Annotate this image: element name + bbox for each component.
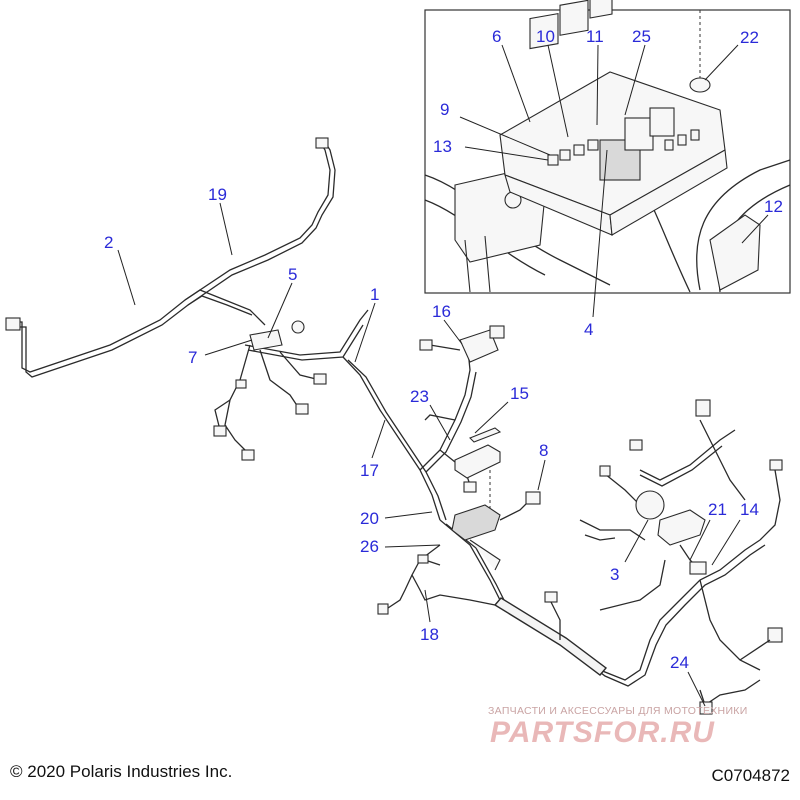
front-harness-branch [5,137,336,378]
callout-8: 8 [539,441,548,460]
callout-5: 5 [288,265,297,284]
callout-14: 14 [740,500,759,519]
callout-16: 16 [432,302,451,321]
callout-12: 12 [764,197,783,216]
callout-1: 1 [370,285,379,304]
callout-24: 24 [670,653,689,672]
callout-18: 18 [420,625,439,644]
callout-22: 22 [740,28,759,47]
callout-10: 10 [536,27,555,46]
callout-11: 11 [586,27,604,46]
callouts: 1 2 3 4 5 6 7 8 9 10 11 12 13 14 15 16 1… [104,27,783,672]
callout-26: 26 [360,537,379,556]
callout-3: 3 [610,565,619,584]
callout-19: 19 [208,185,227,204]
callout-20: 20 [360,509,379,528]
watermark-brand: PARTSFOR.RU [490,716,715,749]
callout-2: 2 [104,233,113,252]
callout-17: 17 [360,461,379,480]
callout-25: 25 [632,27,651,46]
callout-13: 13 [433,137,452,156]
main-harness [213,309,783,715]
callout-7: 7 [188,348,197,367]
copyright-notice: © 2020 Polaris Industries Inc. [10,762,233,781]
callout-15: 15 [510,384,529,403]
watermark-tagline: ЗАПЧАСТИ И АКСЕССУАРЫ ДЛЯ МОТОТЕХНИКИ [488,705,748,717]
callout-6: 6 [492,27,501,46]
callout-9: 9 [440,100,449,119]
leader-lines [117,44,769,707]
fuse-box-inset [424,0,791,294]
diagram-code: C0704872 [711,766,790,785]
callout-23: 23 [410,387,429,406]
callout-4: 4 [584,320,593,339]
callout-21: 21 [708,500,727,519]
